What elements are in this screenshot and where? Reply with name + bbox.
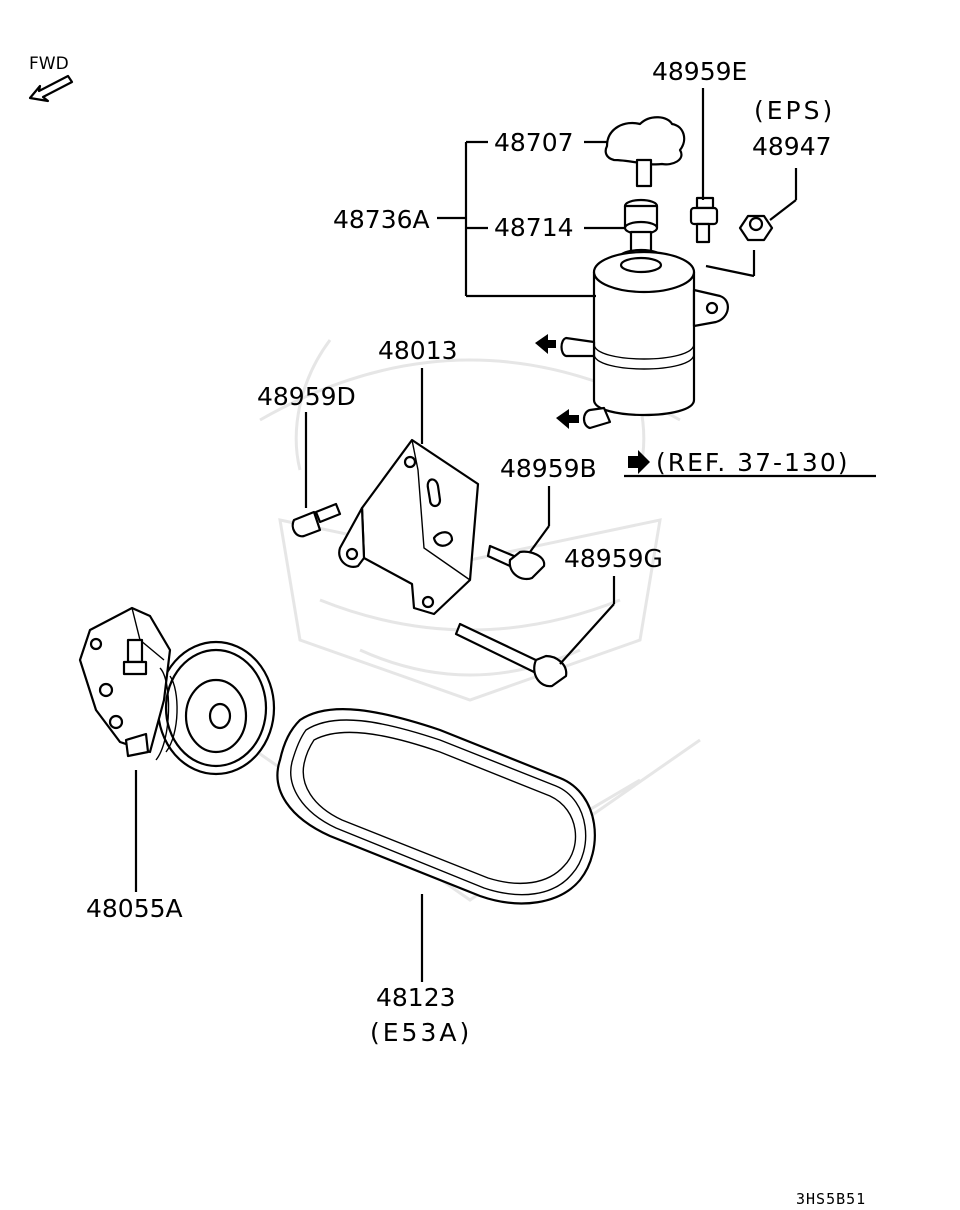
part-qualifier-e53a: (E53A) bbox=[370, 1018, 472, 1047]
bolt-48959B-shape bbox=[486, 544, 546, 581]
part-label-48055A: 48055A bbox=[86, 894, 183, 923]
reservoir-tank-shape bbox=[592, 270, 696, 417]
part-label-48707: 48707 bbox=[494, 128, 574, 157]
bolt-48959E-shape bbox=[689, 196, 719, 244]
part-label-48013: 48013 bbox=[378, 336, 458, 365]
part-label-48123: 48123 bbox=[376, 983, 456, 1012]
part-label-48959E: 48959E bbox=[652, 57, 747, 86]
flow-arrow-icon bbox=[535, 334, 556, 354]
part-label-48947: 48947 bbox=[752, 132, 832, 161]
bolt-48959D-shape bbox=[291, 502, 342, 538]
part-label-48714: 48714 bbox=[494, 213, 574, 242]
part-label-48736A: 48736A bbox=[333, 205, 430, 234]
belt-illustration bbox=[276, 707, 596, 905]
reservoir-illustration bbox=[535, 116, 729, 430]
reservoir-cap-shape bbox=[604, 116, 686, 166]
fwd-label: FWD bbox=[29, 54, 69, 74]
nut-48947-shape bbox=[738, 214, 774, 242]
bracket-illustration bbox=[338, 438, 480, 616]
leader-lines bbox=[134, 88, 876, 982]
reference-note: (REF. 37-130) bbox=[656, 448, 849, 477]
cap-stem-shape bbox=[635, 158, 653, 188]
fwd-arrow-icon bbox=[28, 74, 74, 103]
part-label-48959B: 48959B bbox=[500, 454, 597, 483]
reference-arrow-icon bbox=[628, 450, 650, 474]
pump-illustration bbox=[78, 606, 276, 776]
fwd-indicator: FWD bbox=[28, 54, 74, 103]
part-label-48959G: 48959G bbox=[564, 544, 663, 573]
part-label-48959D: 48959D bbox=[257, 382, 356, 411]
diagram-code: 3HS5B51 bbox=[796, 1190, 866, 1208]
part-qualifier-eps: (EPS) bbox=[754, 96, 835, 125]
bolt-48959G-shape bbox=[454, 622, 568, 688]
flow-arrow-icon bbox=[556, 409, 579, 429]
